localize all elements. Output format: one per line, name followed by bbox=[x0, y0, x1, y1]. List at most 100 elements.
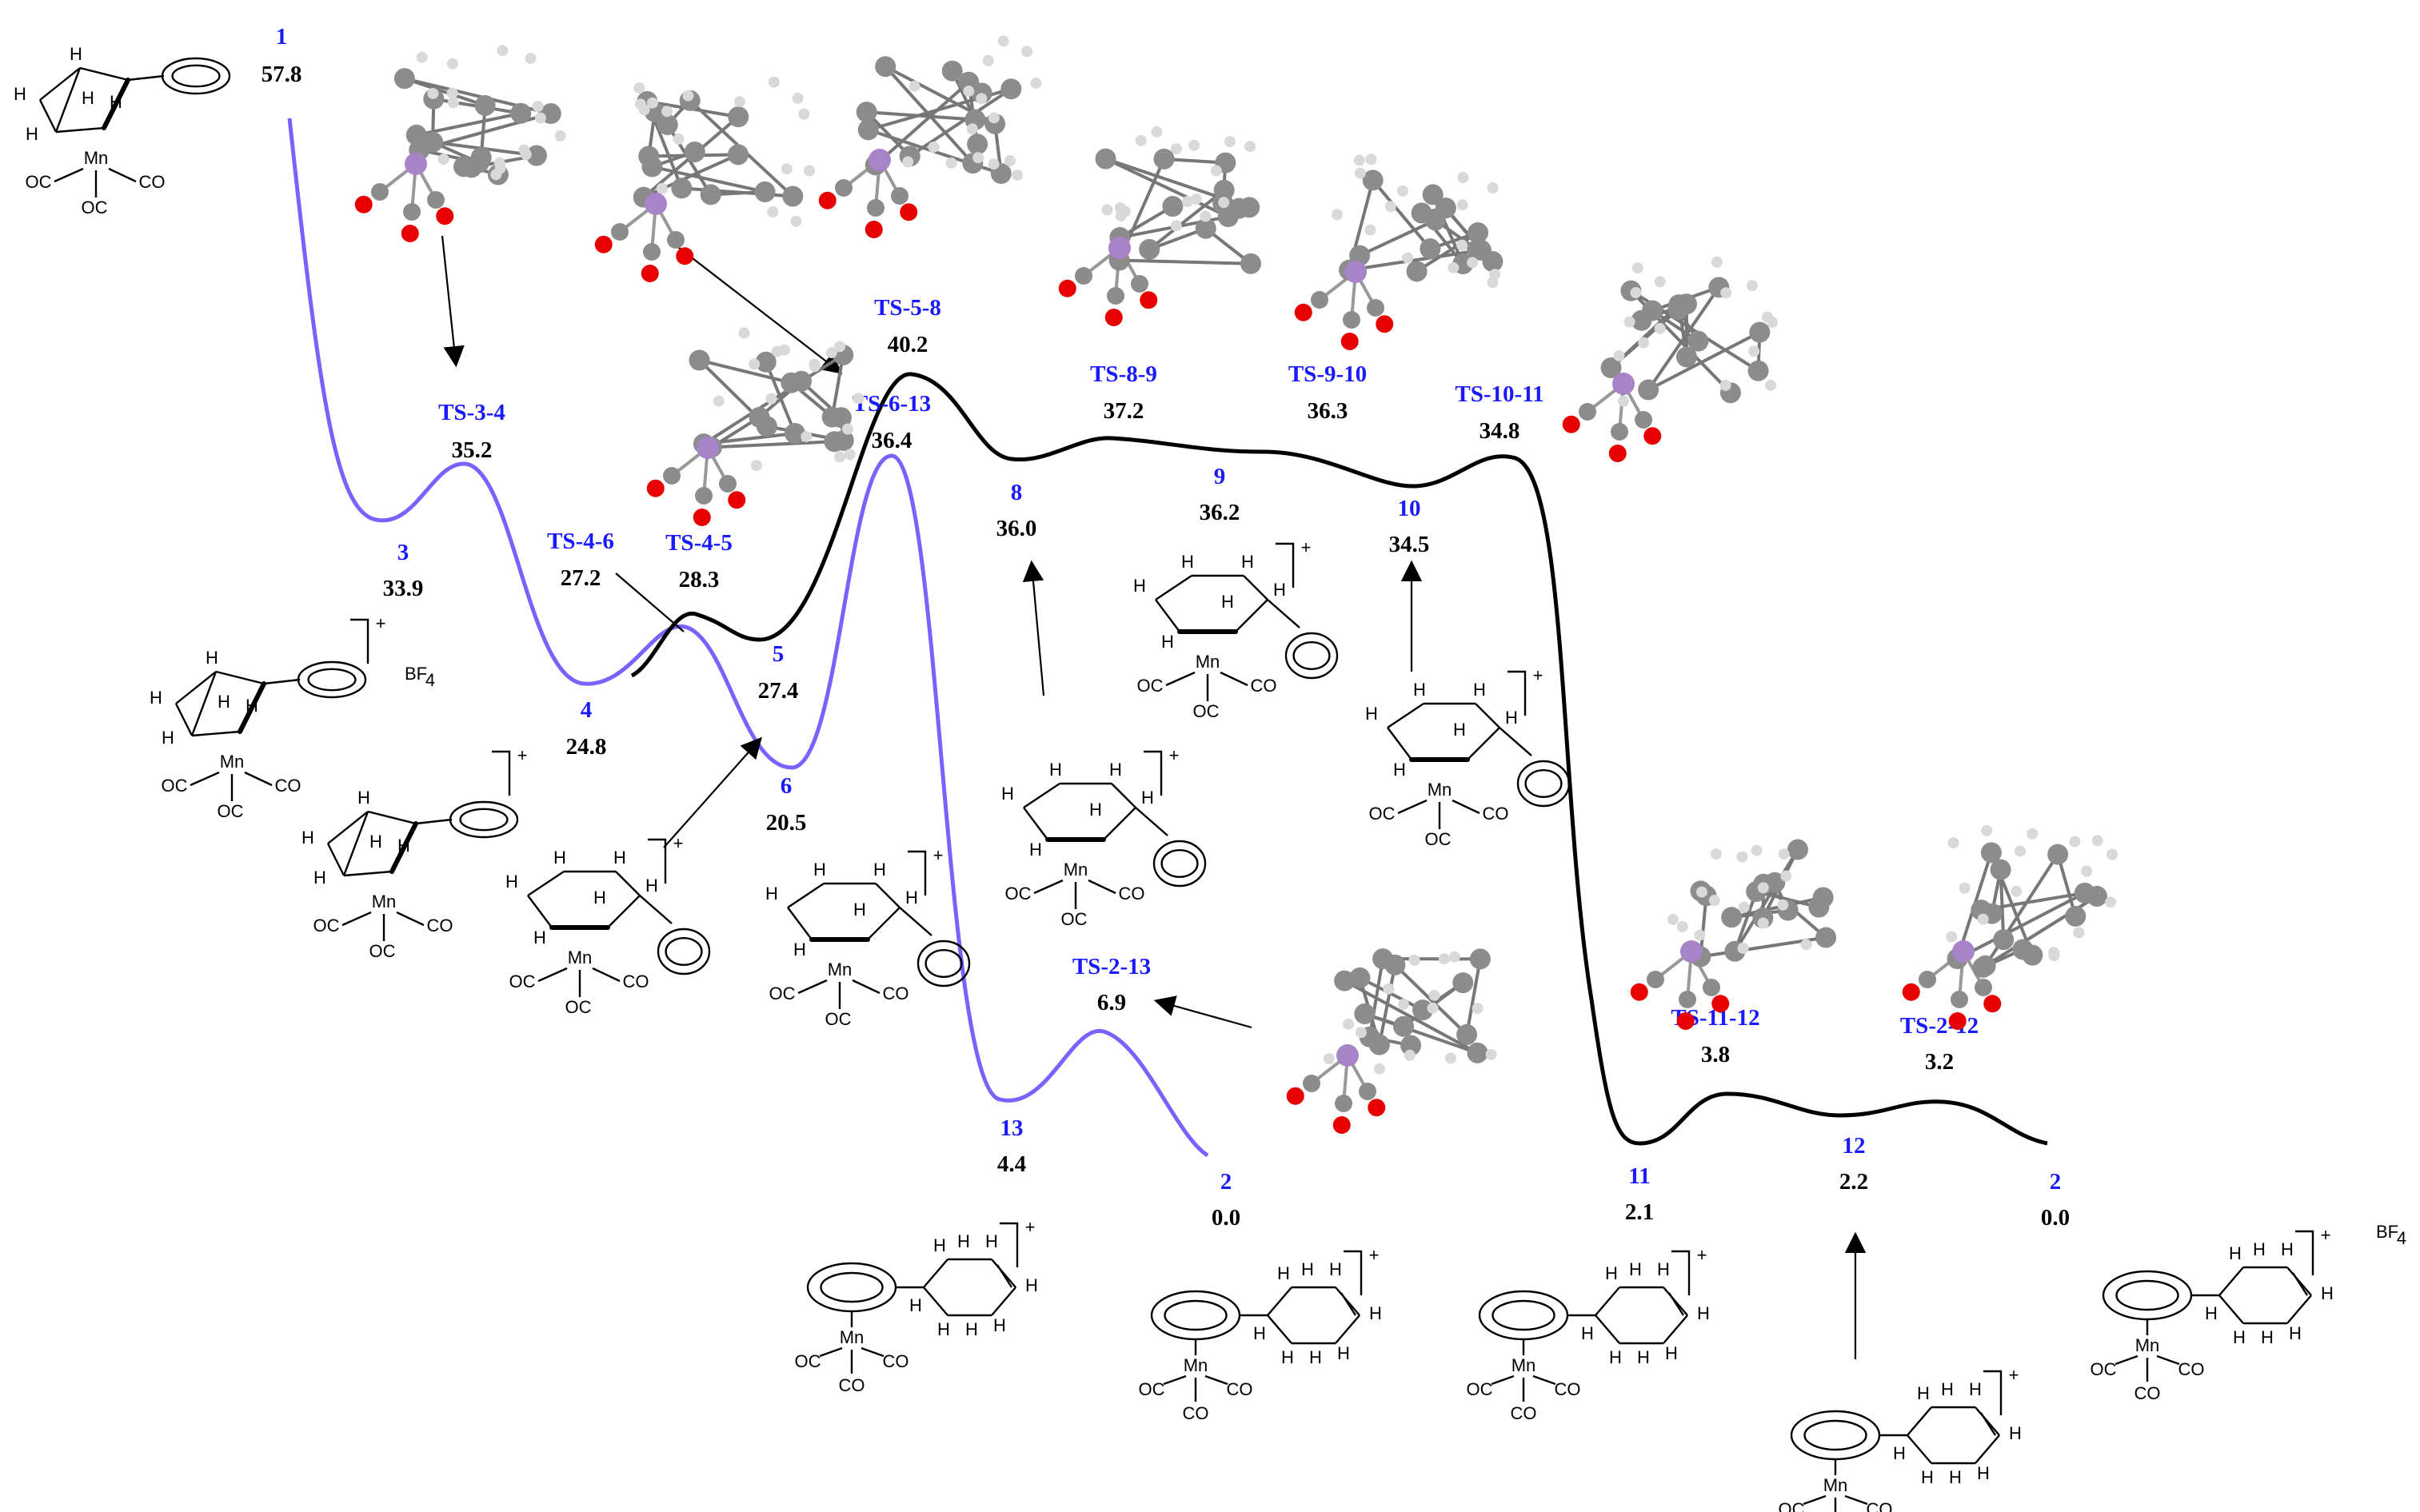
carbon-atom bbox=[1000, 78, 1022, 100]
hydrogen-atom bbox=[1383, 983, 1395, 995]
carbon-atom bbox=[1139, 238, 1160, 260]
hydrogen-atom bbox=[1765, 379, 1777, 391]
label-5-name: 5 bbox=[773, 641, 785, 667]
atom-label: H bbox=[1369, 1303, 1382, 1323]
hydrogen-atom bbox=[1738, 901, 1750, 913]
bond-line bbox=[215, 670, 265, 685]
atom-label: H bbox=[302, 828, 314, 848]
manganese-atom bbox=[1344, 261, 1367, 283]
bond-line bbox=[39, 67, 81, 101]
oxygen-atom bbox=[900, 203, 918, 221]
atom-label: H bbox=[1141, 788, 1154, 808]
bond-stick bbox=[884, 65, 974, 165]
atom-label: H bbox=[2281, 1239, 2294, 1259]
hydrogen-atom bbox=[1408, 954, 1420, 966]
carbon-atom bbox=[2022, 944, 2043, 966]
oxygen-atom bbox=[401, 225, 419, 242]
bond-line bbox=[175, 671, 217, 704]
label-11-energy: 2.1 bbox=[1625, 1199, 1654, 1225]
carbon-atom bbox=[1687, 330, 1709, 352]
tetrafluoroborate-subscript: 4 bbox=[2397, 1228, 2406, 1248]
hydrogen-atom bbox=[661, 106, 673, 118]
bond-line bbox=[2156, 1354, 2180, 1366]
carbon-atom bbox=[1456, 1023, 1478, 1045]
hydrogen-atom bbox=[1710, 848, 1722, 860]
bond-line bbox=[1033, 879, 1064, 895]
atom-label: H bbox=[162, 728, 174, 748]
bond-line bbox=[127, 74, 165, 82]
tetrafluoroborate-label: BF bbox=[2376, 1222, 2398, 1242]
label-3-name: 3 bbox=[397, 540, 409, 565]
bond-line bbox=[238, 681, 266, 734]
carbon-atom bbox=[857, 119, 879, 141]
atom-label: H bbox=[26, 124, 38, 144]
bond-line bbox=[861, 1346, 885, 1358]
carbonyl-label: OC bbox=[1425, 829, 1452, 849]
hydrogen-atom bbox=[1404, 1049, 1416, 1061]
hydrogen-atom bbox=[765, 393, 777, 405]
atom-label: H bbox=[793, 940, 806, 959]
hydrogen-atom bbox=[1654, 276, 1666, 288]
bond-line bbox=[1387, 703, 1424, 728]
bond-line bbox=[1220, 671, 1248, 687]
arrow-to-ts213 bbox=[1153, 995, 1252, 1029]
carbon-atom bbox=[1993, 929, 2015, 951]
atom-label: H bbox=[985, 1231, 998, 1251]
hydrogen-atom bbox=[1354, 167, 1366, 179]
hydrogen-atom bbox=[1397, 998, 1409, 1010]
atom-label: H bbox=[993, 1315, 1006, 1335]
bond-line bbox=[1335, 1315, 1360, 1344]
oxygen-atom bbox=[1608, 445, 1627, 462]
hydrogen-atom bbox=[1190, 193, 1202, 205]
hydrogen-atom bbox=[1438, 953, 1450, 965]
carbonyl-label: OC bbox=[1061, 909, 1088, 929]
hydrogen-atom bbox=[2106, 848, 2118, 860]
carbon-atom bbox=[1368, 1034, 1390, 1055]
hydrogen-atom bbox=[1456, 199, 1468, 211]
carbonyl-label: CO bbox=[1251, 676, 1277, 696]
atom-label: H bbox=[1665, 1343, 1678, 1363]
hydrogen-atom bbox=[966, 123, 978, 135]
charge-bracket bbox=[1276, 542, 1295, 588]
hydrogen-atom bbox=[673, 133, 685, 145]
charge-plus: + bbox=[517, 745, 528, 765]
hydrogen-atom bbox=[437, 154, 449, 166]
hydrogen-atom bbox=[1737, 942, 1749, 954]
bond-line bbox=[1387, 727, 1412, 760]
hydrogen-atom bbox=[1457, 171, 1469, 183]
hydrogen-atom bbox=[1638, 337, 1650, 349]
label-5-energy: 27.4 bbox=[758, 678, 799, 704]
carbonyl-label: CO bbox=[1511, 1403, 1537, 1423]
carbon-atom bbox=[1812, 887, 1834, 908]
bond-line bbox=[1023, 783, 1060, 808]
bond-line bbox=[1475, 703, 1500, 728]
carbon-atom bbox=[371, 183, 389, 201]
bond-stick bbox=[1999, 869, 2006, 940]
hydrogen-atom bbox=[803, 165, 815, 177]
atom-label: H bbox=[1089, 800, 1102, 820]
carbonyl-label: OC bbox=[795, 1351, 821, 1371]
hydrogen-atom bbox=[1101, 204, 1113, 216]
carbon-atom bbox=[641, 156, 663, 178]
charge-bracket bbox=[1983, 1370, 2003, 1415]
carbon-atom bbox=[700, 184, 721, 205]
oxygen-atom bbox=[1286, 1087, 1304, 1105]
carbon-atom bbox=[1764, 872, 1786, 893]
label-ts1112-energy: 3.8 bbox=[1701, 1042, 1730, 1067]
atom-label: H bbox=[2321, 1283, 2334, 1303]
bond-line bbox=[1243, 575, 1268, 600]
hydrogen-atom bbox=[1384, 201, 1396, 213]
carbon-atom bbox=[1075, 267, 1092, 285]
benzene-inner-ring bbox=[1160, 848, 1199, 878]
manganese-atom bbox=[1952, 940, 1975, 963]
hydrogen-atom bbox=[844, 449, 856, 461]
bond-line bbox=[787, 907, 813, 940]
bond-line bbox=[327, 811, 369, 844]
oxygen-atom bbox=[865, 221, 883, 238]
hydrogen-atom bbox=[1777, 899, 1789, 911]
bond-line bbox=[991, 1287, 1016, 1316]
bond-line bbox=[852, 979, 881, 995]
carbon-atom bbox=[875, 56, 897, 78]
atom-label: H bbox=[873, 860, 886, 880]
